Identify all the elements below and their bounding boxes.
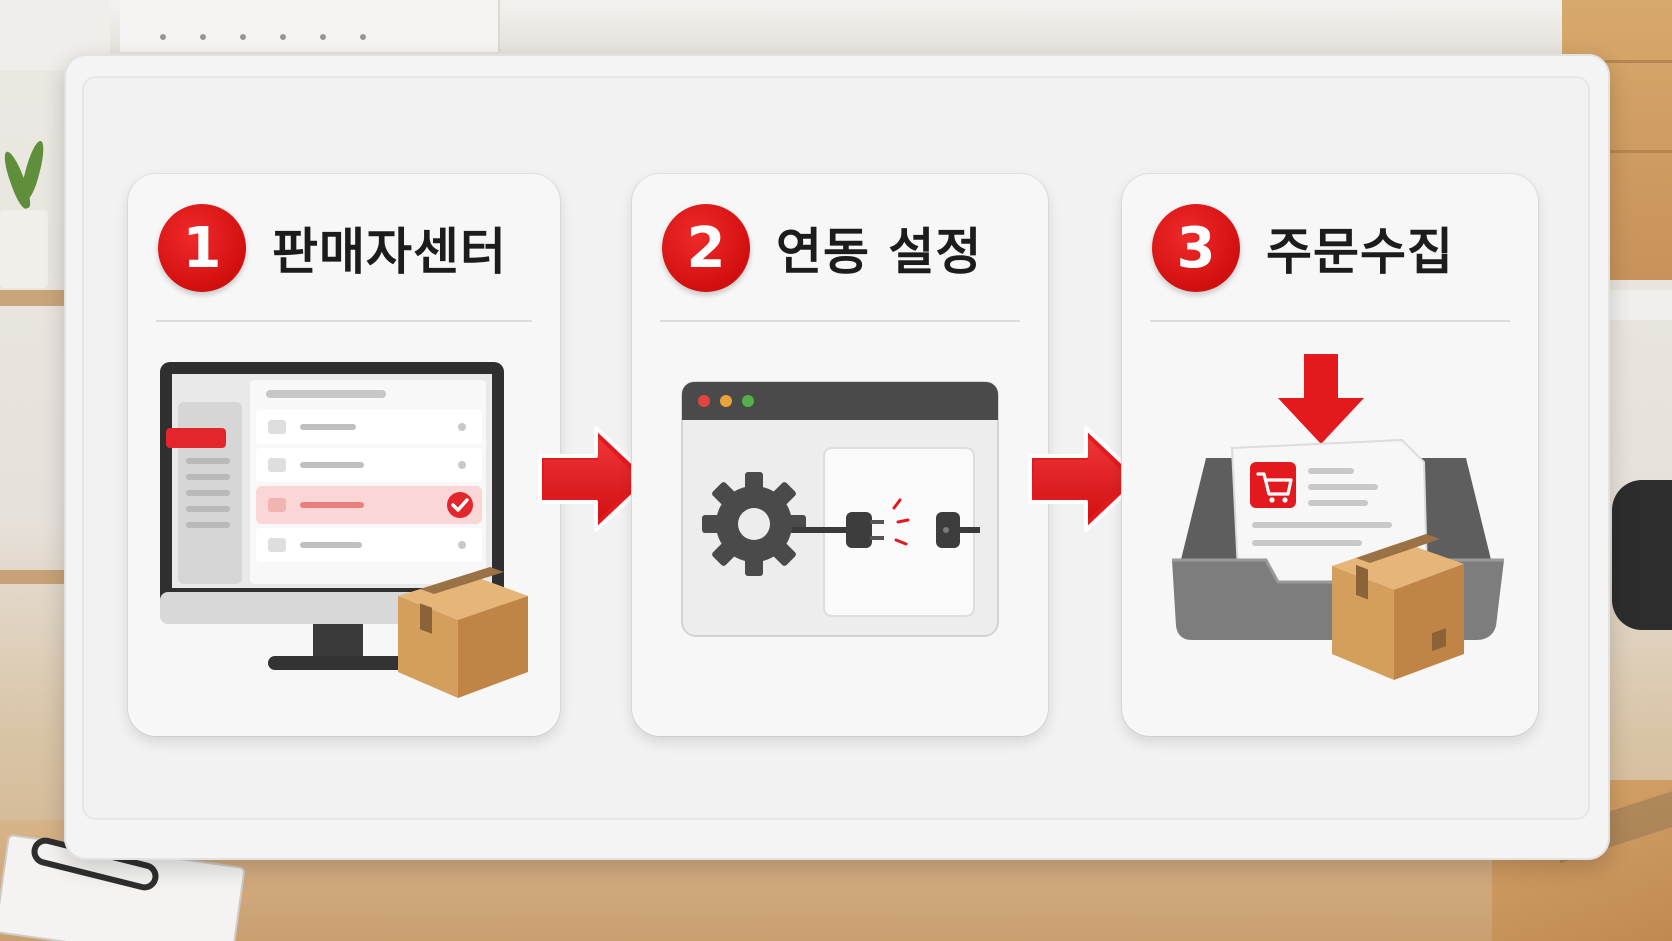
plug-icon: [792, 498, 980, 548]
download-arrow-icon: [1278, 354, 1364, 444]
step-number-badge: 2: [662, 204, 750, 292]
monitor-icon: [160, 362, 528, 698]
step-title: 판매자센터: [272, 223, 507, 281]
selected-row: [256, 486, 482, 524]
package-icon: [398, 567, 528, 698]
arrow-right-icon: [1028, 426, 1142, 532]
background-shelf: [0, 570, 80, 584]
arrow-right-icon: [538, 426, 652, 532]
gear-icon: [702, 472, 806, 576]
inbox-tray-icon: [1172, 354, 1504, 680]
step-header: 2 연동 설정: [662, 204, 982, 292]
background-plant-pot: [0, 210, 48, 288]
step-header: 3 주문수집: [1152, 204, 1454, 292]
step-number-badge: 3: [1152, 204, 1240, 292]
background-cabinet: [120, 0, 500, 52]
step-title: 연동 설정: [776, 223, 983, 281]
step-number-badge: 1: [158, 204, 246, 292]
check-icon: [447, 492, 473, 518]
background-shelf: [0, 290, 80, 306]
card-divider: [156, 320, 532, 322]
step-header: 1 판매자센터: [158, 204, 507, 292]
background-tape-roll: [1612, 480, 1672, 630]
browser-window-icon: [681, 381, 999, 637]
package-icon: [1332, 534, 1464, 680]
step-card-integration-settings: 2 연동 설정: [632, 174, 1048, 736]
card-divider: [660, 320, 1020, 322]
step-title: 주문수집: [1266, 223, 1454, 281]
sidebar-active-tab: [166, 428, 226, 448]
shopping-cart-icon: [1256, 472, 1293, 496]
step-card-seller-center: 1 판매자센터: [128, 174, 560, 736]
background-shelf-right: [1602, 290, 1672, 320]
step-card-order-collection: 3 주문수집: [1122, 174, 1538, 736]
card-divider: [1150, 320, 1510, 322]
background-plant-leaf: [18, 139, 48, 201]
